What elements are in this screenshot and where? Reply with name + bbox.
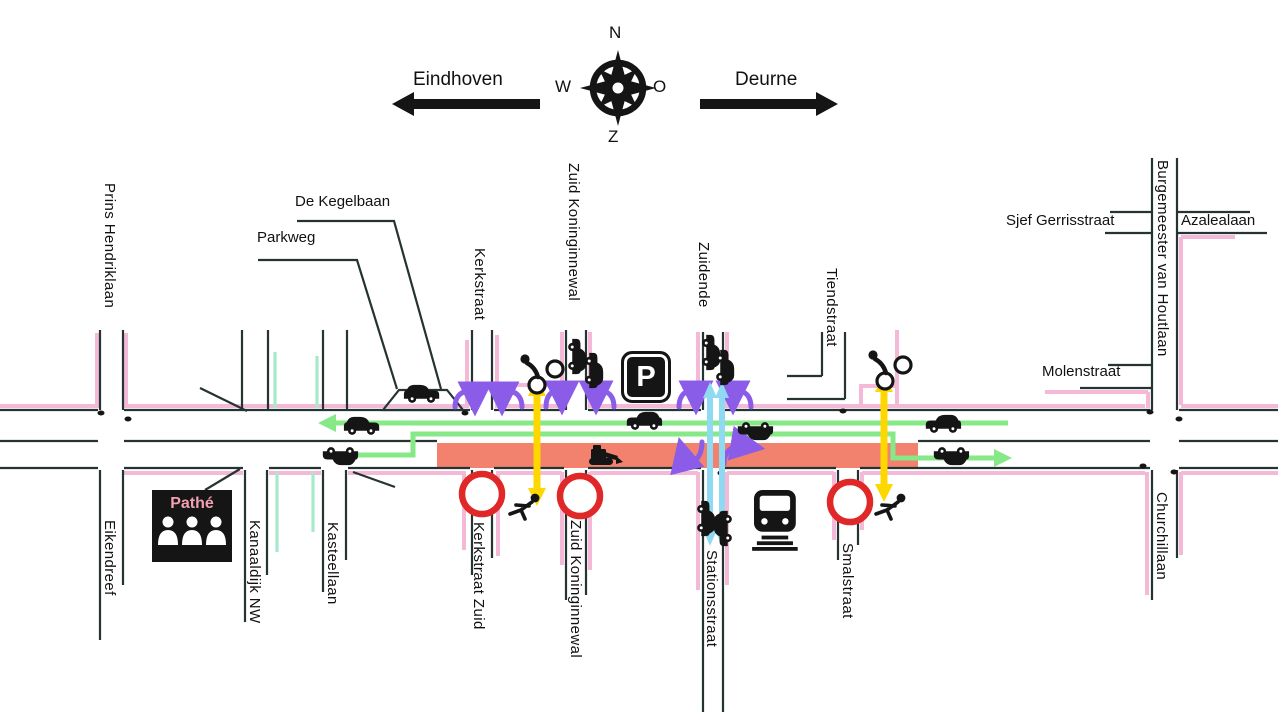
street-label-eikendreef: Eikendreef <box>100 520 118 596</box>
street-label-kanaaldijk-nw: Kanaaldijk NW <box>245 520 263 624</box>
street-label-tiendstraat: Tiendstraat <box>822 268 840 347</box>
crossing-arrow-smalstraat <box>875 374 893 502</box>
car-icon <box>585 352 604 389</box>
car-icon <box>933 447 970 466</box>
car-icon <box>568 338 587 375</box>
street-label-sjef-gerrisstraat: Sjef Gerrisstraat <box>1006 212 1115 229</box>
street-label-de-kegelbaan: De Kegelbaan <box>295 193 391 210</box>
road-closed-icon <box>556 472 604 520</box>
street-label-molenstraat: Molenstraat <box>1042 363 1121 380</box>
street-label-kasteellaan: Kasteellaan <box>323 522 341 605</box>
street-label-burgemeester-van-houtlaan: Burgemeester van Houtlaan <box>1153 160 1171 357</box>
pedestrian-icon <box>508 491 542 521</box>
road-closed-icon <box>826 478 874 526</box>
bicycle-icon <box>868 350 911 389</box>
street-label-smalstraat: Smalstraat <box>838 543 856 619</box>
street-label-zuid-koninginnewal-noord: Zuid Koninginnewal <box>564 163 582 302</box>
car-icon <box>403 384 440 403</box>
car-icon <box>322 447 359 466</box>
destination-east-label: Deurne <box>735 69 798 90</box>
street-label-azalealaan: Azalealaan <box>1181 212 1256 229</box>
car-icon <box>925 414 962 433</box>
road-closure-zone <box>437 443 918 468</box>
east-direction-arrow-icon <box>700 92 838 116</box>
compass-east-label: O <box>653 77 667 96</box>
parking-sign-letter: P <box>636 360 656 393</box>
cycle-link-lines <box>273 352 319 552</box>
pedestrian-icon <box>874 491 908 521</box>
street-label-kerkstraat: Kerkstraat <box>470 248 488 321</box>
cinema-block: Pathé <box>152 490 232 562</box>
car-icon <box>343 416 380 435</box>
street-label-churchillaan: Churchillaan <box>1152 492 1170 581</box>
car-icon <box>626 411 663 430</box>
street-label-stationsstraat: Stationsstraat <box>702 550 720 648</box>
car-icon <box>702 334 721 371</box>
street-label-zuid-koninginnewal-zuid: Zuid Koninginnewal <box>566 520 584 659</box>
car-icon <box>713 510 732 547</box>
crossing-arrow-kerkstraat <box>528 378 546 506</box>
bicycle-icon <box>520 354 563 393</box>
compass-rose-icon <box>580 50 656 126</box>
cinema-audience-icon <box>158 516 226 545</box>
label-leader-lines <box>258 219 443 390</box>
street-label-parkweg: Parkweg <box>257 229 316 246</box>
kegelbaan-ramp <box>380 388 466 412</box>
road-closed-icon <box>458 470 506 518</box>
street-label-zuidende: Zuidende <box>694 242 712 308</box>
west-direction-arrow-icon <box>392 92 540 116</box>
car-icon <box>716 349 735 386</box>
destination-west-label: Eindhoven <box>413 69 503 90</box>
east-route-arrowhead <box>994 449 1012 467</box>
west-route-arrowhead <box>318 414 336 432</box>
train-icon <box>752 490 798 551</box>
street-label-kerkstraat-zuid: Kerkstraat Zuid <box>469 522 487 630</box>
compass-south-label: Z <box>608 127 619 146</box>
sidewalk-pink-markings <box>0 235 1278 595</box>
street-label-prins-hendriklaan: Prins Hendriklaan <box>100 183 118 309</box>
cycle-detour-route <box>318 414 1012 467</box>
compass-north-label: N <box>609 23 622 42</box>
cinema-name-label: Pathé <box>170 495 214 512</box>
compass-west-label: W <box>555 77 572 96</box>
parking-icon: P <box>621 351 671 403</box>
